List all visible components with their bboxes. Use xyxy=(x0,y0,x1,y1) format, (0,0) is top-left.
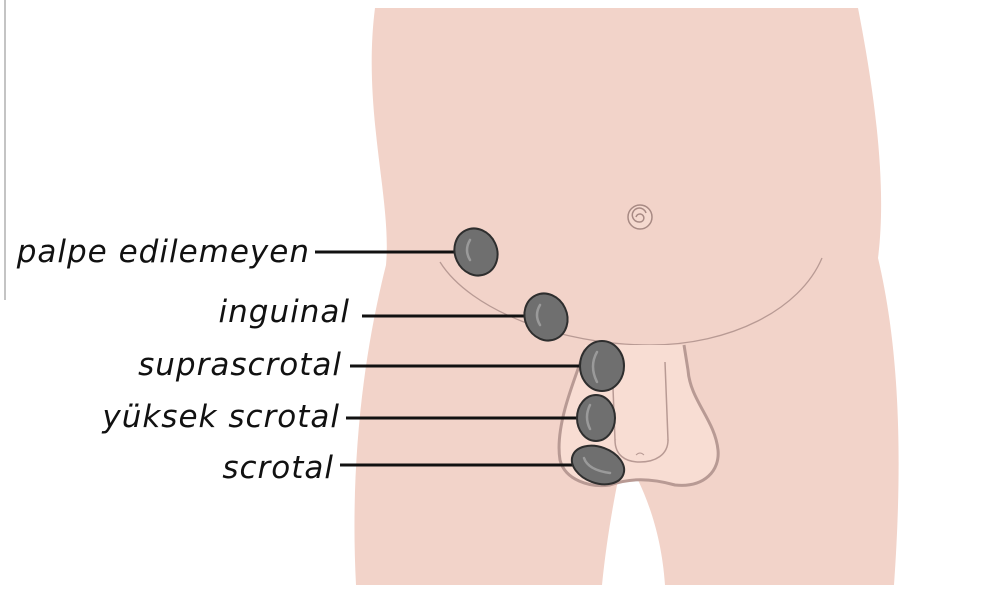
highlight-high-scrotal xyxy=(585,403,592,431)
glans xyxy=(614,439,669,463)
label-inguinal: inguinal xyxy=(219,294,350,330)
label-scrotal: scrotal xyxy=(222,450,334,486)
label-suprascrotal: suprascrotal xyxy=(138,347,342,383)
urethral-opening xyxy=(635,452,645,456)
testis-scrotal xyxy=(570,444,626,486)
highlight-suprascrotal xyxy=(591,350,599,384)
navel-icon xyxy=(627,204,653,230)
testis-nonpalpable xyxy=(453,227,499,277)
testis-high-scrotal xyxy=(576,394,616,442)
highlight-scrotal xyxy=(582,456,612,475)
belly-fold xyxy=(439,257,823,346)
testis-inguinal xyxy=(523,292,569,342)
testis-suprascrotal xyxy=(579,340,625,392)
highlight-inguinal xyxy=(535,303,542,327)
torso-and-legs xyxy=(354,8,899,585)
highlight-nonpalpable xyxy=(465,238,472,262)
label-nonpalpable: palpe edilemeyen xyxy=(16,234,310,270)
label-high-scrotal: yüksek scrotal xyxy=(101,399,340,435)
